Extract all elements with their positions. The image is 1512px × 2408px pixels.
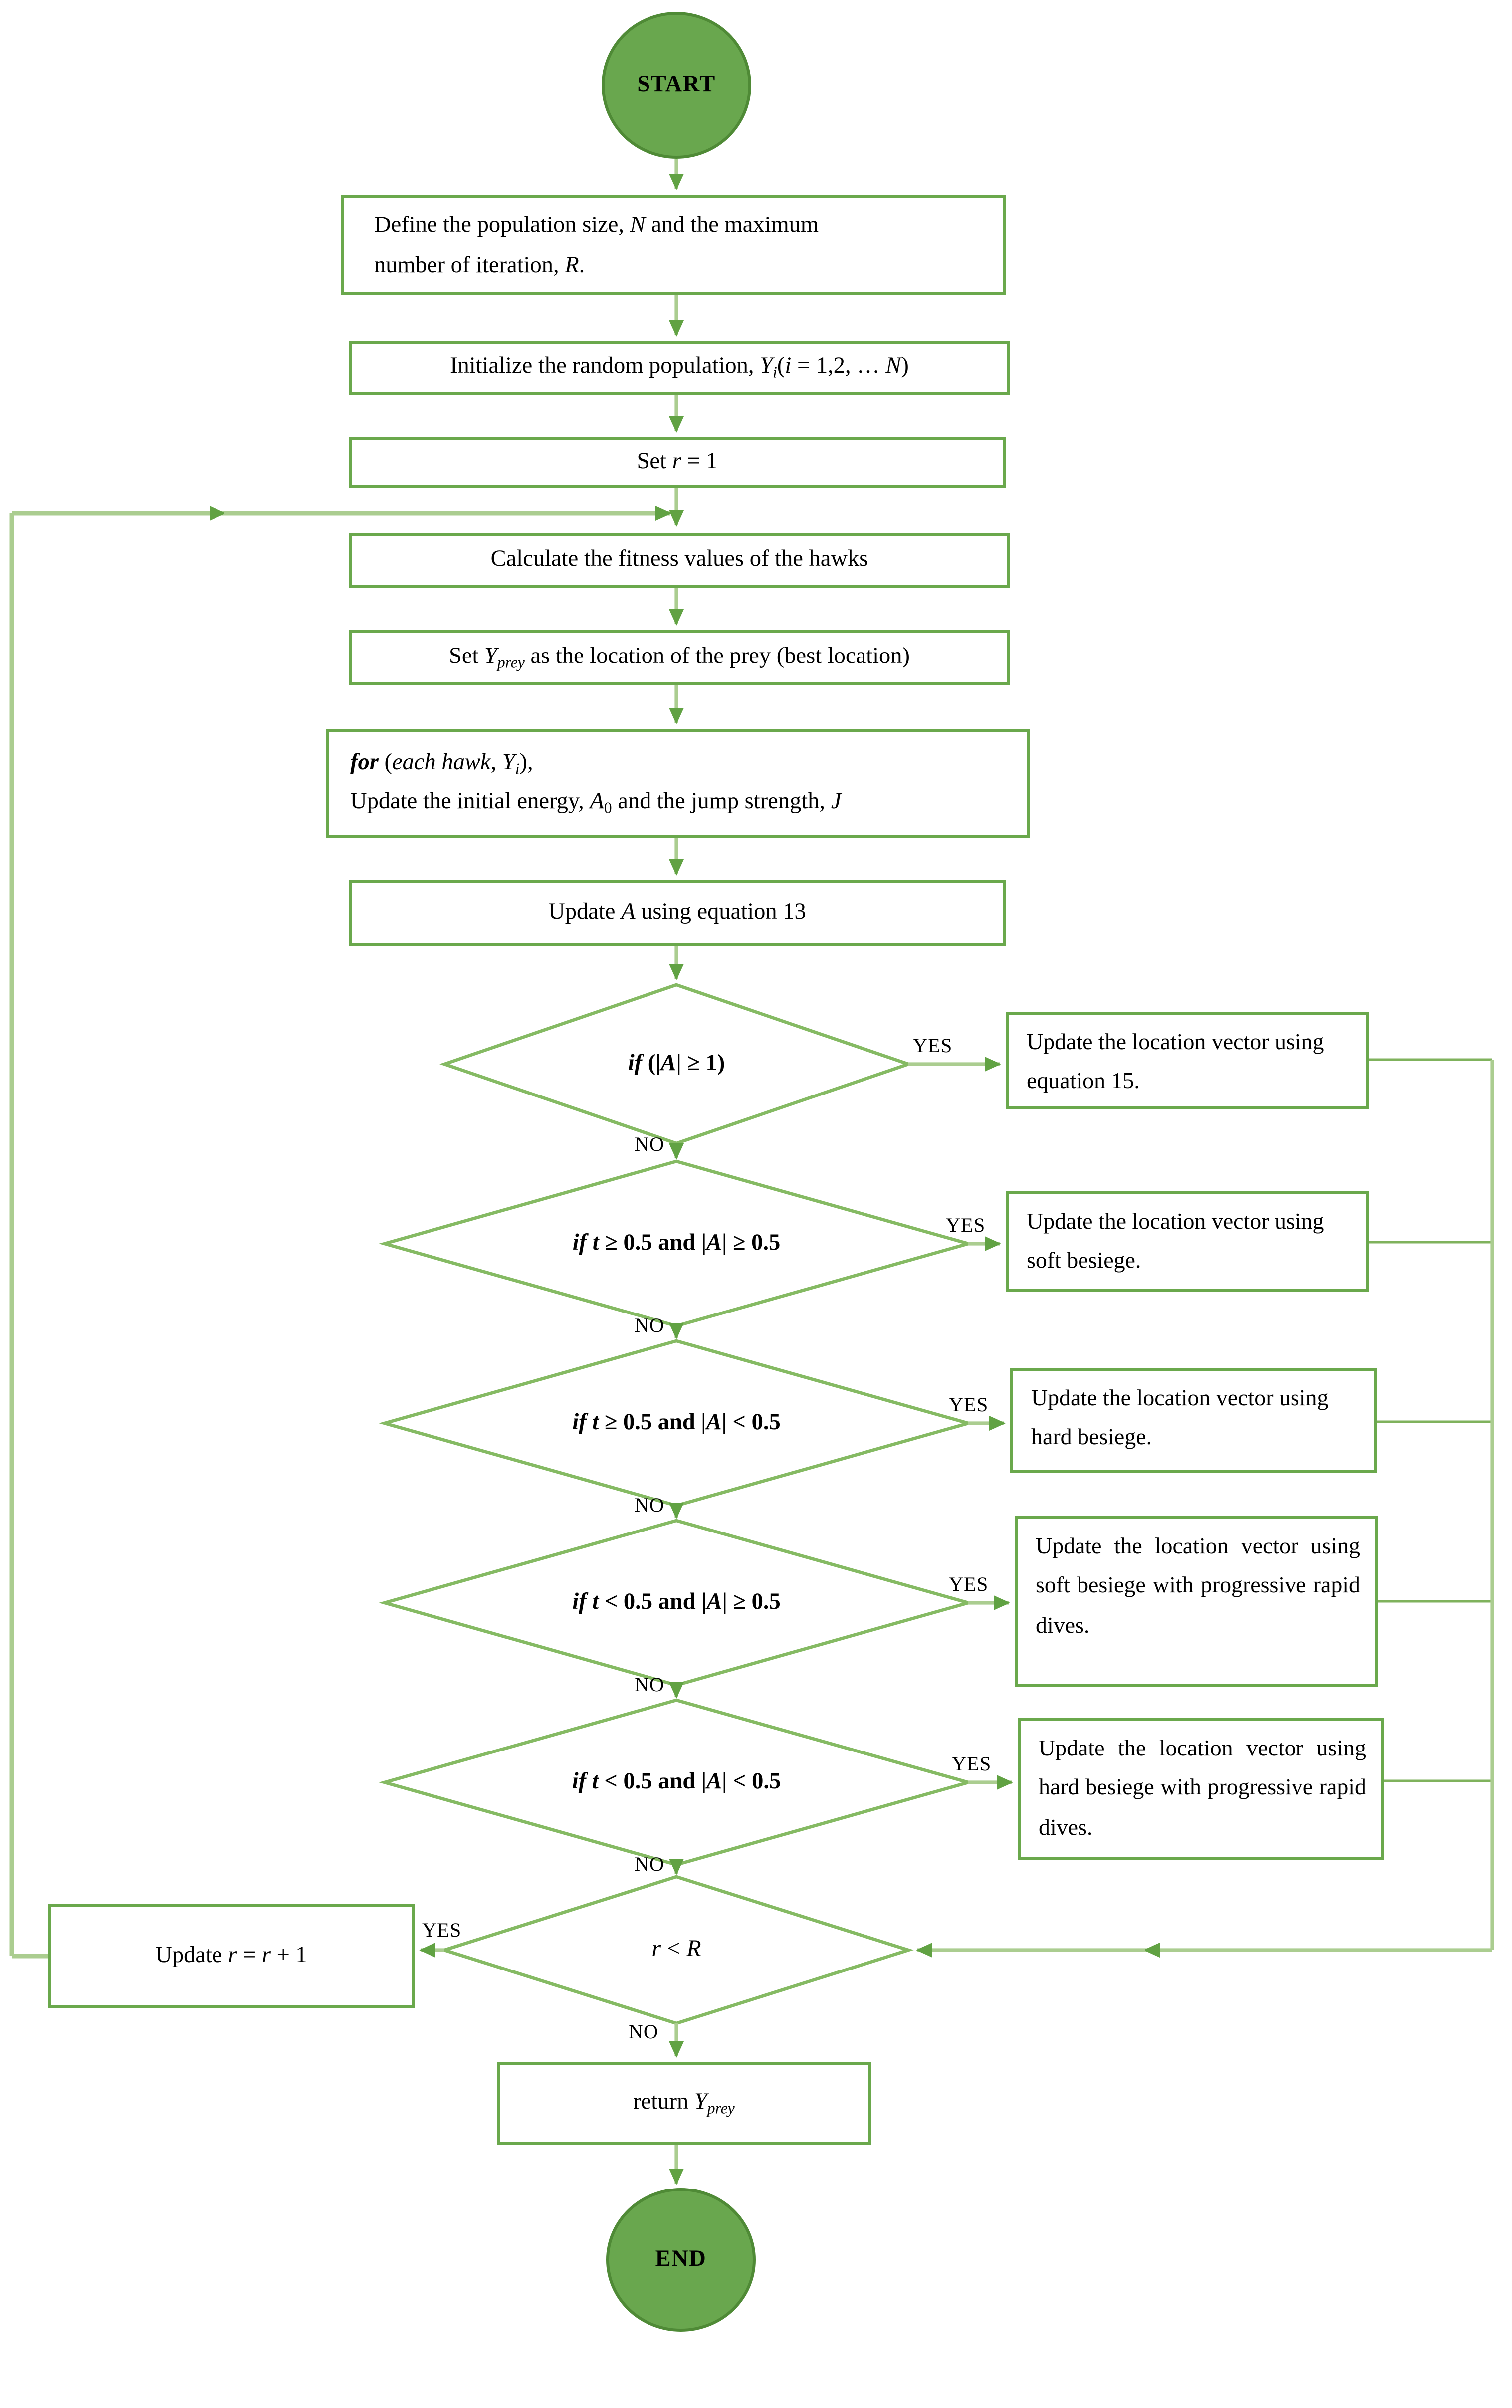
start-label: START — [637, 72, 716, 97]
action-soft-besiege-label: Update the location vector using soft be… — [1027, 1209, 1324, 1274]
process-define-population-label: Define the population size, N and the ma… — [374, 212, 819, 278]
decision-soft-besiege-label: if t ≥ 0.5 and |A| ≥ 0.5 — [385, 1209, 968, 1278]
yes-label-1: YES — [913, 1034, 953, 1057]
decision-abs-A-label: if (|A| ≥ 1) — [452, 1030, 901, 1098]
decision-5-text: if t < 0.5 and |A| < 0.5 — [572, 1769, 781, 1794]
yes-label-2: YES — [946, 1214, 986, 1236]
process-set-y-prey-label: Set Yprey as the location of the prey (b… — [448, 643, 910, 672]
decision-r-lt-R-label: r < R — [527, 1917, 826, 1983]
action-soft-besiege-dives-label: Update the location vector using soft be… — [1036, 1534, 1360, 1638]
action-hard-besiege: Update the location vector using hard be… — [1010, 1368, 1377, 1473]
process-define-population: Define the population size, N and the ma… — [341, 195, 1006, 295]
decision-2-text: if t ≥ 0.5 and |A| ≥ 0.5 — [572, 1230, 781, 1256]
action-hard-besiege-dives: Update the location vector using hard be… — [1018, 1718, 1384, 1860]
decision-loop-text: r < R — [651, 1937, 701, 1962]
decision-hard-besiege-label: if t ≥ 0.5 and |A| < 0.5 — [385, 1389, 968, 1458]
action-update-eq15: Update the location vector using equatio… — [1006, 1012, 1369, 1109]
process-update-A-label: Update A using equation 13 — [548, 899, 806, 925]
action-soft-besiege: Update the location vector using soft be… — [1006, 1191, 1369, 1292]
no-label-5: NO — [634, 1853, 664, 1875]
no-label-loop: NO — [628, 2020, 658, 2043]
no-label-4: NO — [634, 1673, 664, 1696]
yes-label-loop: YES — [422, 1919, 462, 1941]
process-calculate-fitness-label: Calculate the fitness values of the hawk… — [490, 547, 868, 573]
yes-label-4: YES — [949, 1573, 989, 1595]
decision-soft-besiege-dives-label: if t < 0.5 and |A| ≥ 0.5 — [385, 1568, 968, 1637]
action-hard-besiege-dives-label: Update the location vector using hard be… — [1039, 1736, 1366, 1840]
yes-label-5: YES — [952, 1752, 992, 1775]
end-label: END — [655, 2246, 707, 2272]
no-label-2: NO — [634, 1314, 664, 1336]
decision-4-text: if t < 0.5 and |A| ≥ 0.5 — [572, 1589, 781, 1615]
decision-1-text: if (|A| ≥ 1) — [628, 1051, 725, 1076]
process-set-y-prey: Set Yprey as the location of the prey (b… — [349, 630, 1010, 685]
action-update-eq15-label: Update the location vector using equatio… — [1027, 1030, 1324, 1094]
process-update-r: Update r = r + 1 — [48, 1904, 415, 2008]
process-return-y-prey-label: return Yprey — [633, 2089, 735, 2118]
process-update-r-label: Update r = r + 1 — [155, 1942, 307, 1968]
process-set-r: Set r = 1 — [349, 437, 1006, 488]
for-each-hawk-line1: for (each hawk, Yi), — [350, 750, 533, 779]
action-hard-besiege-label: Update the location vector using hard be… — [1031, 1386, 1329, 1450]
process-initialize-population-label: Initialize the random population, Yi(i =… — [450, 353, 909, 383]
no-label-3: NO — [634, 1494, 664, 1516]
process-initialize-population: Initialize the random population, Yi(i =… — [349, 341, 1010, 395]
process-calculate-fitness: Calculate the fitness values of the hawk… — [349, 533, 1010, 588]
for-each-hawk-line2: Update the initial energy, A0 and the ju… — [350, 788, 842, 817]
decision-hard-besiege-dives-label: if t < 0.5 and |A| < 0.5 — [385, 1748, 968, 1817]
end-terminal: END — [606, 2188, 756, 2332]
start-terminal: START — [602, 12, 751, 159]
no-label-1: NO — [634, 1133, 664, 1155]
process-set-r-label: Set r = 1 — [637, 448, 718, 474]
process-for-each-hawk: for (each hawk, Yi), Update the initial … — [326, 729, 1030, 838]
decision-3-text: if t ≥ 0.5 and |A| < 0.5 — [572, 1410, 781, 1435]
action-soft-besiege-dives: Update the location vector using soft be… — [1015, 1516, 1378, 1687]
yes-label-3: YES — [949, 1393, 989, 1416]
process-update-A: Update A using equation 13 — [349, 880, 1006, 946]
process-return-y-prey: return Yprey — [497, 2062, 871, 2145]
